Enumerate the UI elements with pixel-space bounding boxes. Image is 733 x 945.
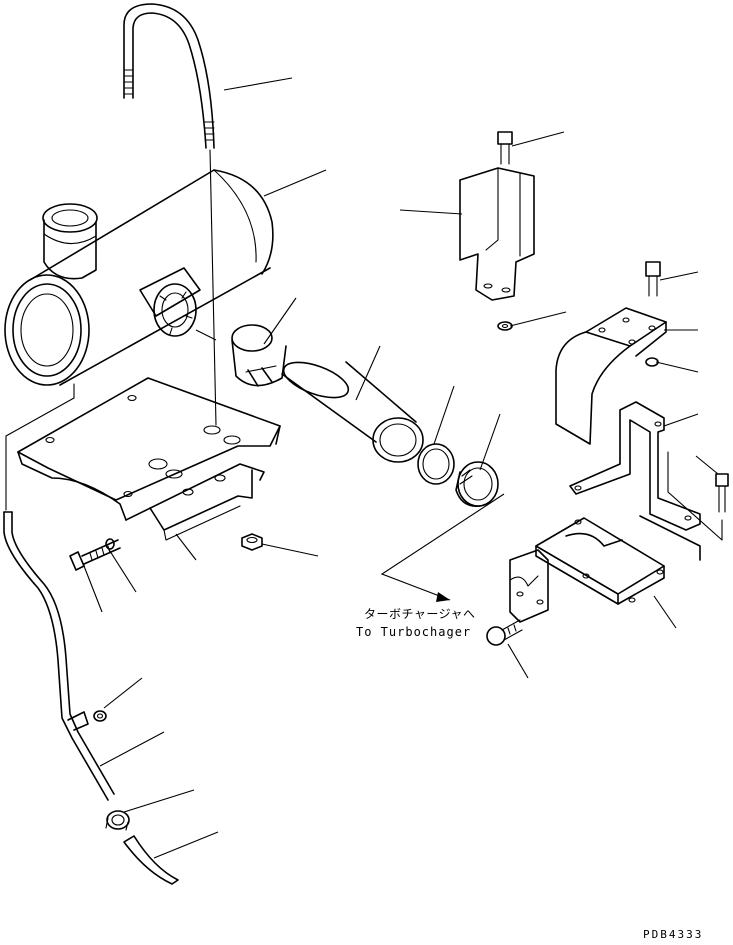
leader-lines (83, 77, 719, 859)
seal-ring (417, 443, 455, 485)
mounting-bracket (17, 377, 281, 541)
curved-bracket (555, 261, 667, 445)
side-bolt (715, 473, 729, 513)
drawing-code: PDB4333 (643, 928, 704, 941)
plate-washer (497, 321, 513, 331)
breather-tube (3, 397, 115, 801)
nut (241, 533, 263, 551)
turbocharger-arrow (380, 493, 505, 602)
z-bracket (569, 401, 701, 531)
rubber-adapter (455, 461, 499, 507)
cover-plate (459, 131, 535, 301)
turbocharger-note-japanese: ターボチャージャへ (364, 607, 476, 621)
turbocharger-note-english: To Turbochager (356, 625, 472, 639)
hose-clip (105, 810, 130, 831)
bolt-leader-line (667, 451, 723, 541)
base-bracket (509, 515, 701, 623)
breather-hose (123, 3, 217, 426)
flange-bolt (486, 619, 523, 646)
rubber-hose (123, 835, 179, 885)
air-cleaner (4, 169, 274, 399)
connecting-pipe (281, 361, 424, 463)
hose-clamp (231, 324, 287, 387)
